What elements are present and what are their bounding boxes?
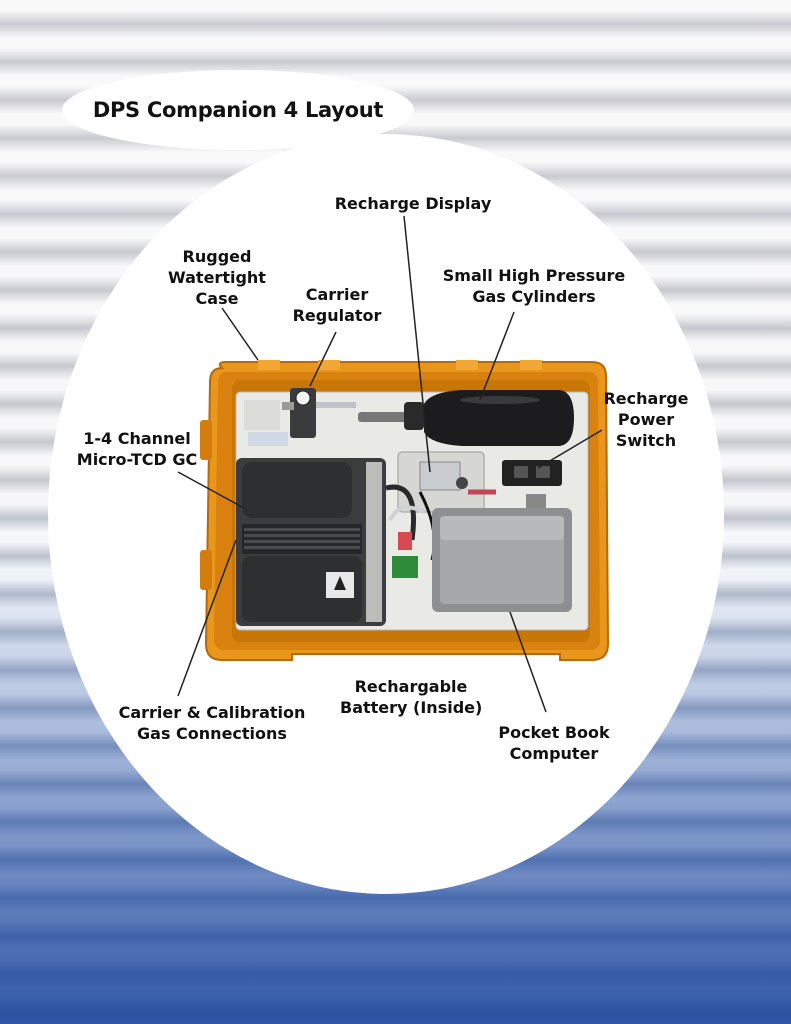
gas-cylinder (358, 390, 574, 446)
label-computer: Pocket Book Computer (498, 723, 610, 763)
label-gas-cylinders: Small High Pressure Gas Cylinders (442, 266, 626, 306)
label-recharge-switch: Recharge Power Switch (603, 389, 689, 450)
label-carrier-regulator: Carrier Regulator (292, 285, 382, 325)
pocket-computer (432, 494, 572, 612)
page-title: DPS Companion 4 Layout (92, 98, 384, 122)
gc-module (236, 458, 386, 626)
recharge-switch (502, 460, 562, 486)
leader-lines (177, 215, 603, 713)
label-battery: Rechargable Battery (Inside) (340, 677, 483, 717)
label-gas-connections: Carrier & Calibration Gas Connections (118, 703, 306, 743)
label-recharge-display: Recharge Display (334, 194, 492, 213)
carrier-regulator (282, 388, 356, 438)
label-rugged-case: Rugged Watertight Case (168, 247, 266, 308)
label-micro-tcd-gc: 1-4 Channel Micro-TCD GC (76, 429, 198, 469)
